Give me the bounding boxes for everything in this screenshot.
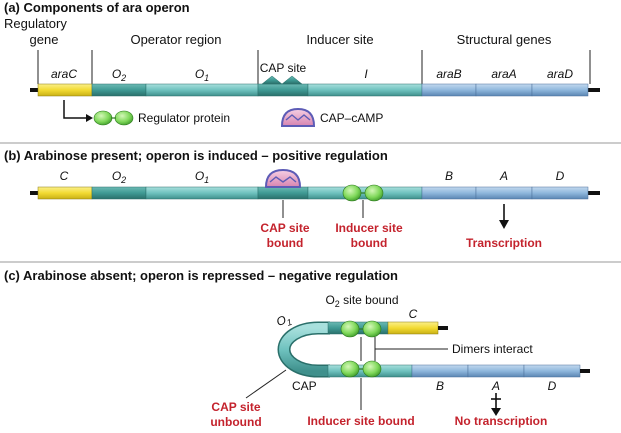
segment-araC xyxy=(37,83,93,97)
label-inducer-i: I xyxy=(364,67,368,81)
regulator-bound-icon xyxy=(342,184,362,202)
label-o2: O2 xyxy=(112,169,126,185)
regulator-protein-icon-2 xyxy=(114,110,134,126)
regulator-bound-icon-2 xyxy=(364,184,384,202)
o2-site-bound-label: O2 site bound xyxy=(325,293,398,309)
label-a: A xyxy=(499,169,508,183)
segment-araA xyxy=(475,83,533,97)
loop-cap-label: CAP xyxy=(292,379,317,393)
dna-bar-a xyxy=(30,75,600,97)
dimer-upper-icon xyxy=(340,320,360,338)
label-araD: araD xyxy=(547,67,573,81)
cap-unbound-line2: unbound xyxy=(210,415,261,429)
regulator-protein-icon xyxy=(93,110,113,126)
dimer-upper-icon-2 xyxy=(362,320,382,338)
group-regulatory-line1: Regulatory xyxy=(4,16,67,31)
legend-regulator-label: Regulator protein xyxy=(138,111,230,125)
inducer-bound-line1: Inducer site xyxy=(335,221,403,235)
panel-b: (b) Arabinose present; operon is induced… xyxy=(4,148,600,250)
cap-camp-bound-icon xyxy=(264,168,302,188)
loop-o1-label: O1 xyxy=(275,311,294,331)
lower-b-segment xyxy=(411,364,469,378)
panel-b-heading: (b) Arabinose present; operon is induced… xyxy=(4,148,388,163)
expression-arrow-icon xyxy=(63,100,86,119)
segment-o1 xyxy=(145,83,259,97)
label-d: D xyxy=(556,169,565,183)
segment-araB xyxy=(421,83,477,97)
upper-c-segment xyxy=(387,321,439,335)
loop-a-label: A xyxy=(491,379,500,393)
label-o2: O2 xyxy=(112,67,126,83)
label-cap-site: CAP site xyxy=(260,61,307,75)
dimers-interact-label: Dimers interact xyxy=(452,342,533,356)
label-c: C xyxy=(60,169,69,183)
label-b: B xyxy=(445,169,453,183)
group-regulatory-line2: gene xyxy=(30,32,59,47)
lower-a-segment xyxy=(467,364,525,378)
segment-cap-site xyxy=(257,83,309,97)
arrowhead-icon xyxy=(86,114,93,122)
label-araA: araA xyxy=(491,67,516,81)
lower-d-segment xyxy=(523,364,581,378)
segment-araD xyxy=(531,83,589,97)
dna-bar-b xyxy=(30,186,600,200)
panel-a-heading: (a) Components of ara operon xyxy=(4,0,190,15)
segment-inducer xyxy=(307,83,423,97)
label-o1: O1 xyxy=(195,169,209,185)
cap-site-notch xyxy=(261,75,303,85)
group-brackets xyxy=(37,50,591,84)
panel-a: (a) Components of ara operon Regulatory … xyxy=(4,0,600,127)
loop-b-label: B xyxy=(436,379,444,393)
loop-c-label: C xyxy=(409,307,418,321)
cap-bound-line1: CAP site xyxy=(260,221,309,235)
legend: Regulator protein CAP–cAMP xyxy=(63,100,383,127)
dimer-lower-icon xyxy=(340,360,360,378)
cap-bound-line2: bound xyxy=(267,236,304,250)
label-o1: O1 xyxy=(195,67,209,83)
dimer-lower-icon-2 xyxy=(362,360,382,378)
cap-camp-icon xyxy=(280,107,316,127)
panel-c-heading: (c) Arabinose absent; operon is represse… xyxy=(4,268,398,283)
group-structural: Structural genes xyxy=(457,32,552,47)
transcription-label: Transcription xyxy=(466,236,542,250)
panel-c: (c) Arabinose absent; operon is represse… xyxy=(4,268,590,429)
cap-unbound-line1: CAP site xyxy=(211,400,260,414)
legend-cap-camp-label: CAP–cAMP xyxy=(320,111,383,125)
inducer-bound-line2: bound xyxy=(351,236,388,250)
loop-d-label: D xyxy=(548,379,557,393)
label-araC: araC xyxy=(51,67,77,81)
group-operator: Operator region xyxy=(130,32,221,47)
segment-o2 xyxy=(91,83,147,97)
label-araB: araB xyxy=(436,67,461,81)
group-inducer: Inducer site xyxy=(306,32,373,47)
no-transcription-label: No transcription xyxy=(455,414,548,428)
inducer-site-bound-label: Inducer site bound xyxy=(307,414,414,428)
